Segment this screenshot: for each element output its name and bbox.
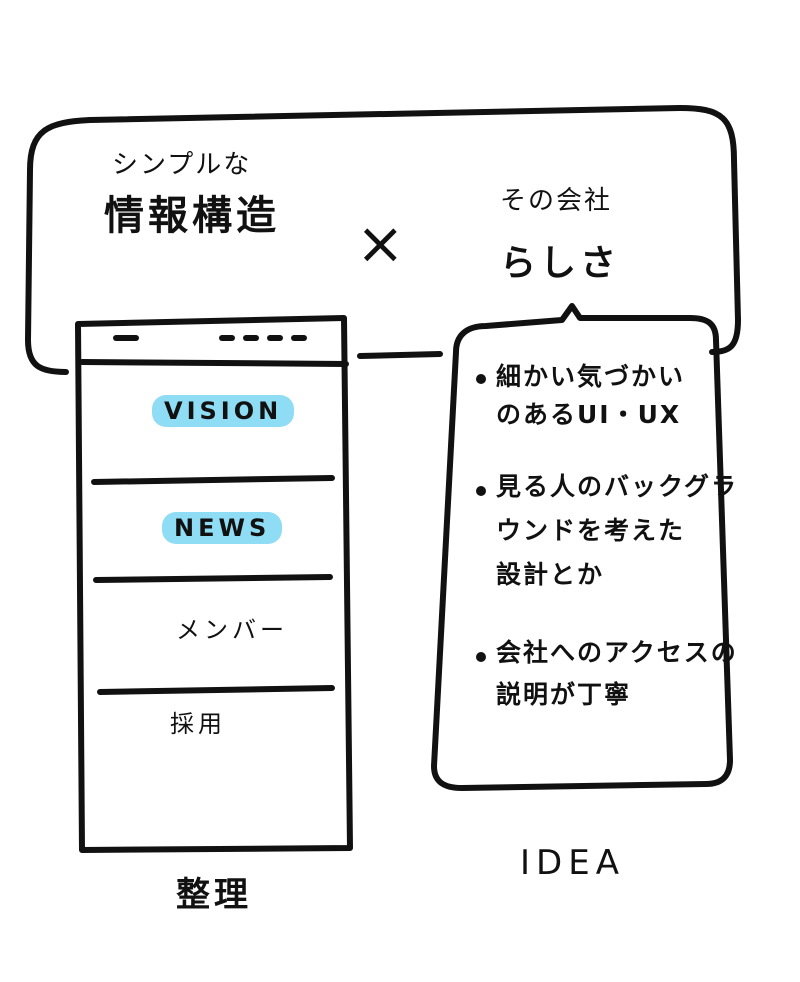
left-title: 情報構造 <box>104 193 280 239</box>
nav-item-members: メンバー <box>176 616 288 644</box>
idea-point-1-line-1: 細かい気づかい <box>496 362 686 391</box>
nav-item-news: NEWS <box>162 512 283 544</box>
wireframe-outline <box>75 315 353 853</box>
idea-box-outline <box>431 303 733 791</box>
idea-point-3-line-1: 会社へのアクセスの <box>496 638 738 667</box>
idea-point-2-line-3: 設計とか <box>496 560 605 589</box>
right-title-line1: その会社 <box>500 186 613 216</box>
idea-point-1-line-2: のあるUI・UX <box>496 400 682 429</box>
idea-point-2-line-1: 見る人のバックグラ <box>496 472 739 501</box>
wireframe-divider-3 <box>97 685 335 695</box>
connector-line <box>357 351 443 359</box>
cross-symbol: × <box>356 209 405 277</box>
idea-caption: IDEA <box>520 843 625 883</box>
outer-frame-line <box>25 105 741 375</box>
wireframe-caption: 整理 <box>176 875 252 915</box>
idea-point-3-line-2: 説明が丁寧 <box>496 680 632 709</box>
bullet-dot-2 <box>476 486 486 496</box>
wireframe-divider-1 <box>91 475 335 485</box>
wireframe-divider-2 <box>93 574 333 583</box>
nav-item-vision: VISION <box>152 395 295 427</box>
right-title-line2: らしさ <box>500 243 621 284</box>
left-subtitle: シンプルな <box>112 150 252 180</box>
bullet-dot-1 <box>476 374 486 384</box>
wireframe-header-divider <box>79 359 349 367</box>
idea-point-2-line-2: ウンドを考えた <box>496 516 686 545</box>
nav-item-recruit: 採用 <box>170 710 226 738</box>
bullet-dot-3 <box>476 652 486 662</box>
